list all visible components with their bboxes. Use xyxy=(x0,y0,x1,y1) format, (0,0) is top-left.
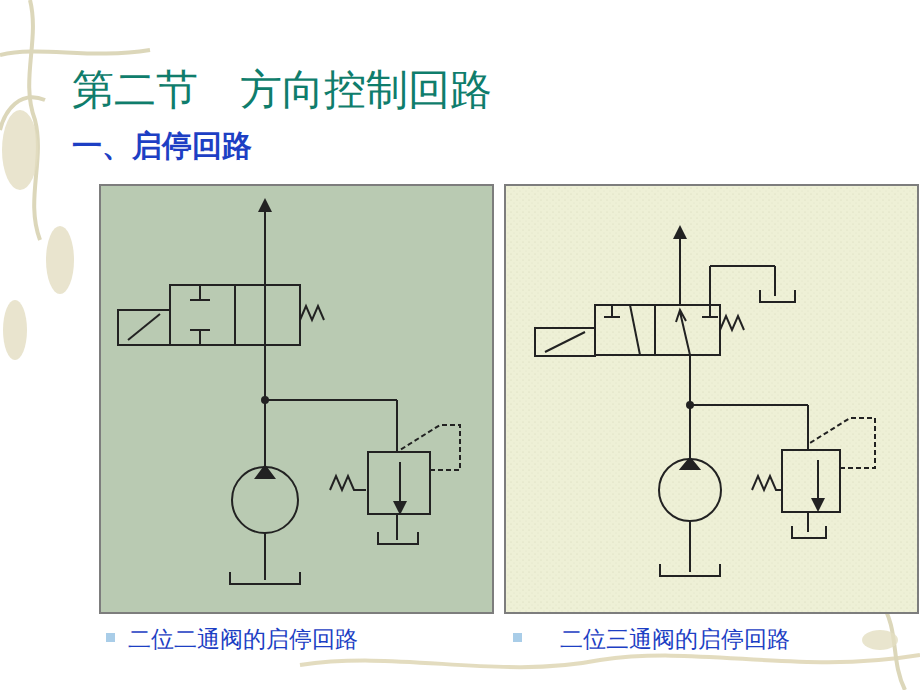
three-way-circuit xyxy=(535,232,875,576)
left-panel xyxy=(100,185,493,613)
section-heading: 一、启停回路 xyxy=(72,126,252,167)
figure-caption: 二位三通阀的启停回路 xyxy=(560,624,790,655)
slide-title: 第二节 方向控制回路 xyxy=(72,62,492,118)
bullet-mark xyxy=(106,633,115,642)
two-way-circuit xyxy=(118,205,460,584)
right-panel xyxy=(505,185,918,613)
figure-caption: 二位二通阀的启停回路 xyxy=(128,624,358,655)
bullet-mark xyxy=(513,633,522,642)
